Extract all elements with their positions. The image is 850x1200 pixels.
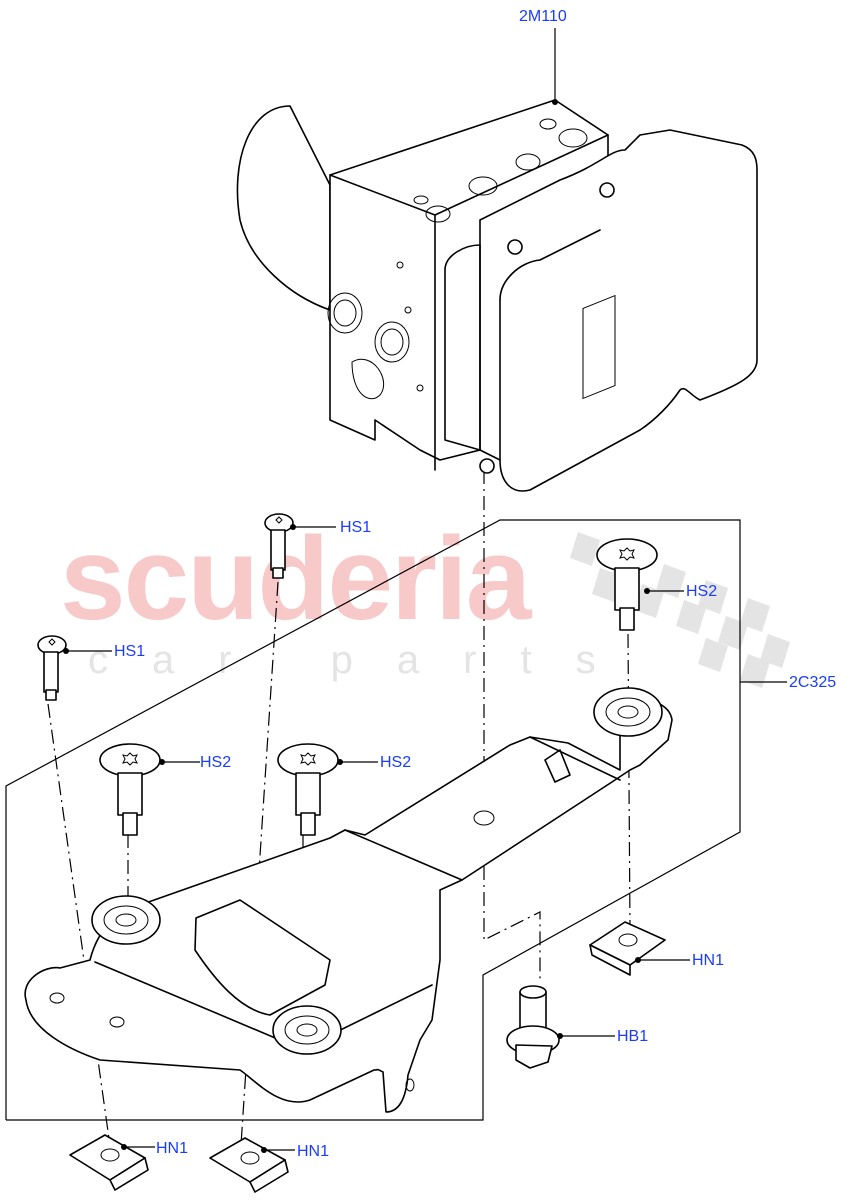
stud-hs2-right [596,538,658,631]
stud-hs2-center [277,743,339,836]
grommet-left [91,895,161,945]
assembly-frame [5,519,741,1121]
clip-nut-hn1-right [589,921,666,976]
clip-nut-hn1-left [69,1134,149,1191]
callout-hs1-lower[interactable]: HS1 [114,643,146,660]
watermark-subtext: car parts [88,638,640,682]
callout-hs1-upper[interactable]: HS1 [340,519,372,536]
callout-2m110[interactable]: 2M110 [519,8,567,25]
screw-hs1-lower [37,635,67,701]
grommet-right [593,687,663,737]
callout-2c325[interactable]: 2C325 [789,674,837,691]
callout-hs2-right[interactable]: HS2 [686,583,718,600]
screw-hs1-upper [264,513,294,579]
callout-hn1-right[interactable]: HN1 [692,952,725,969]
leader-lines [63,28,787,1153]
watermark-brand: scuderia [60,513,531,645]
abs-modulator-unit [236,99,758,492]
grommet-center [272,1005,342,1055]
callout-hn1-left[interactable]: HN1 [156,1140,189,1157]
callout-hn1-center[interactable]: HN1 [297,1143,330,1160]
callout-hs2-left[interactable]: HS2 [200,754,232,771]
flange-bolt-hb1 [506,985,560,1069]
stud-hs2-left [99,743,161,836]
clip-nut-hn1-center [209,1137,289,1193]
callout-hb1[interactable]: HB1 [617,1028,649,1045]
callout-hs2-center[interactable]: HS2 [380,754,412,771]
bracket-grommets [91,687,663,1055]
